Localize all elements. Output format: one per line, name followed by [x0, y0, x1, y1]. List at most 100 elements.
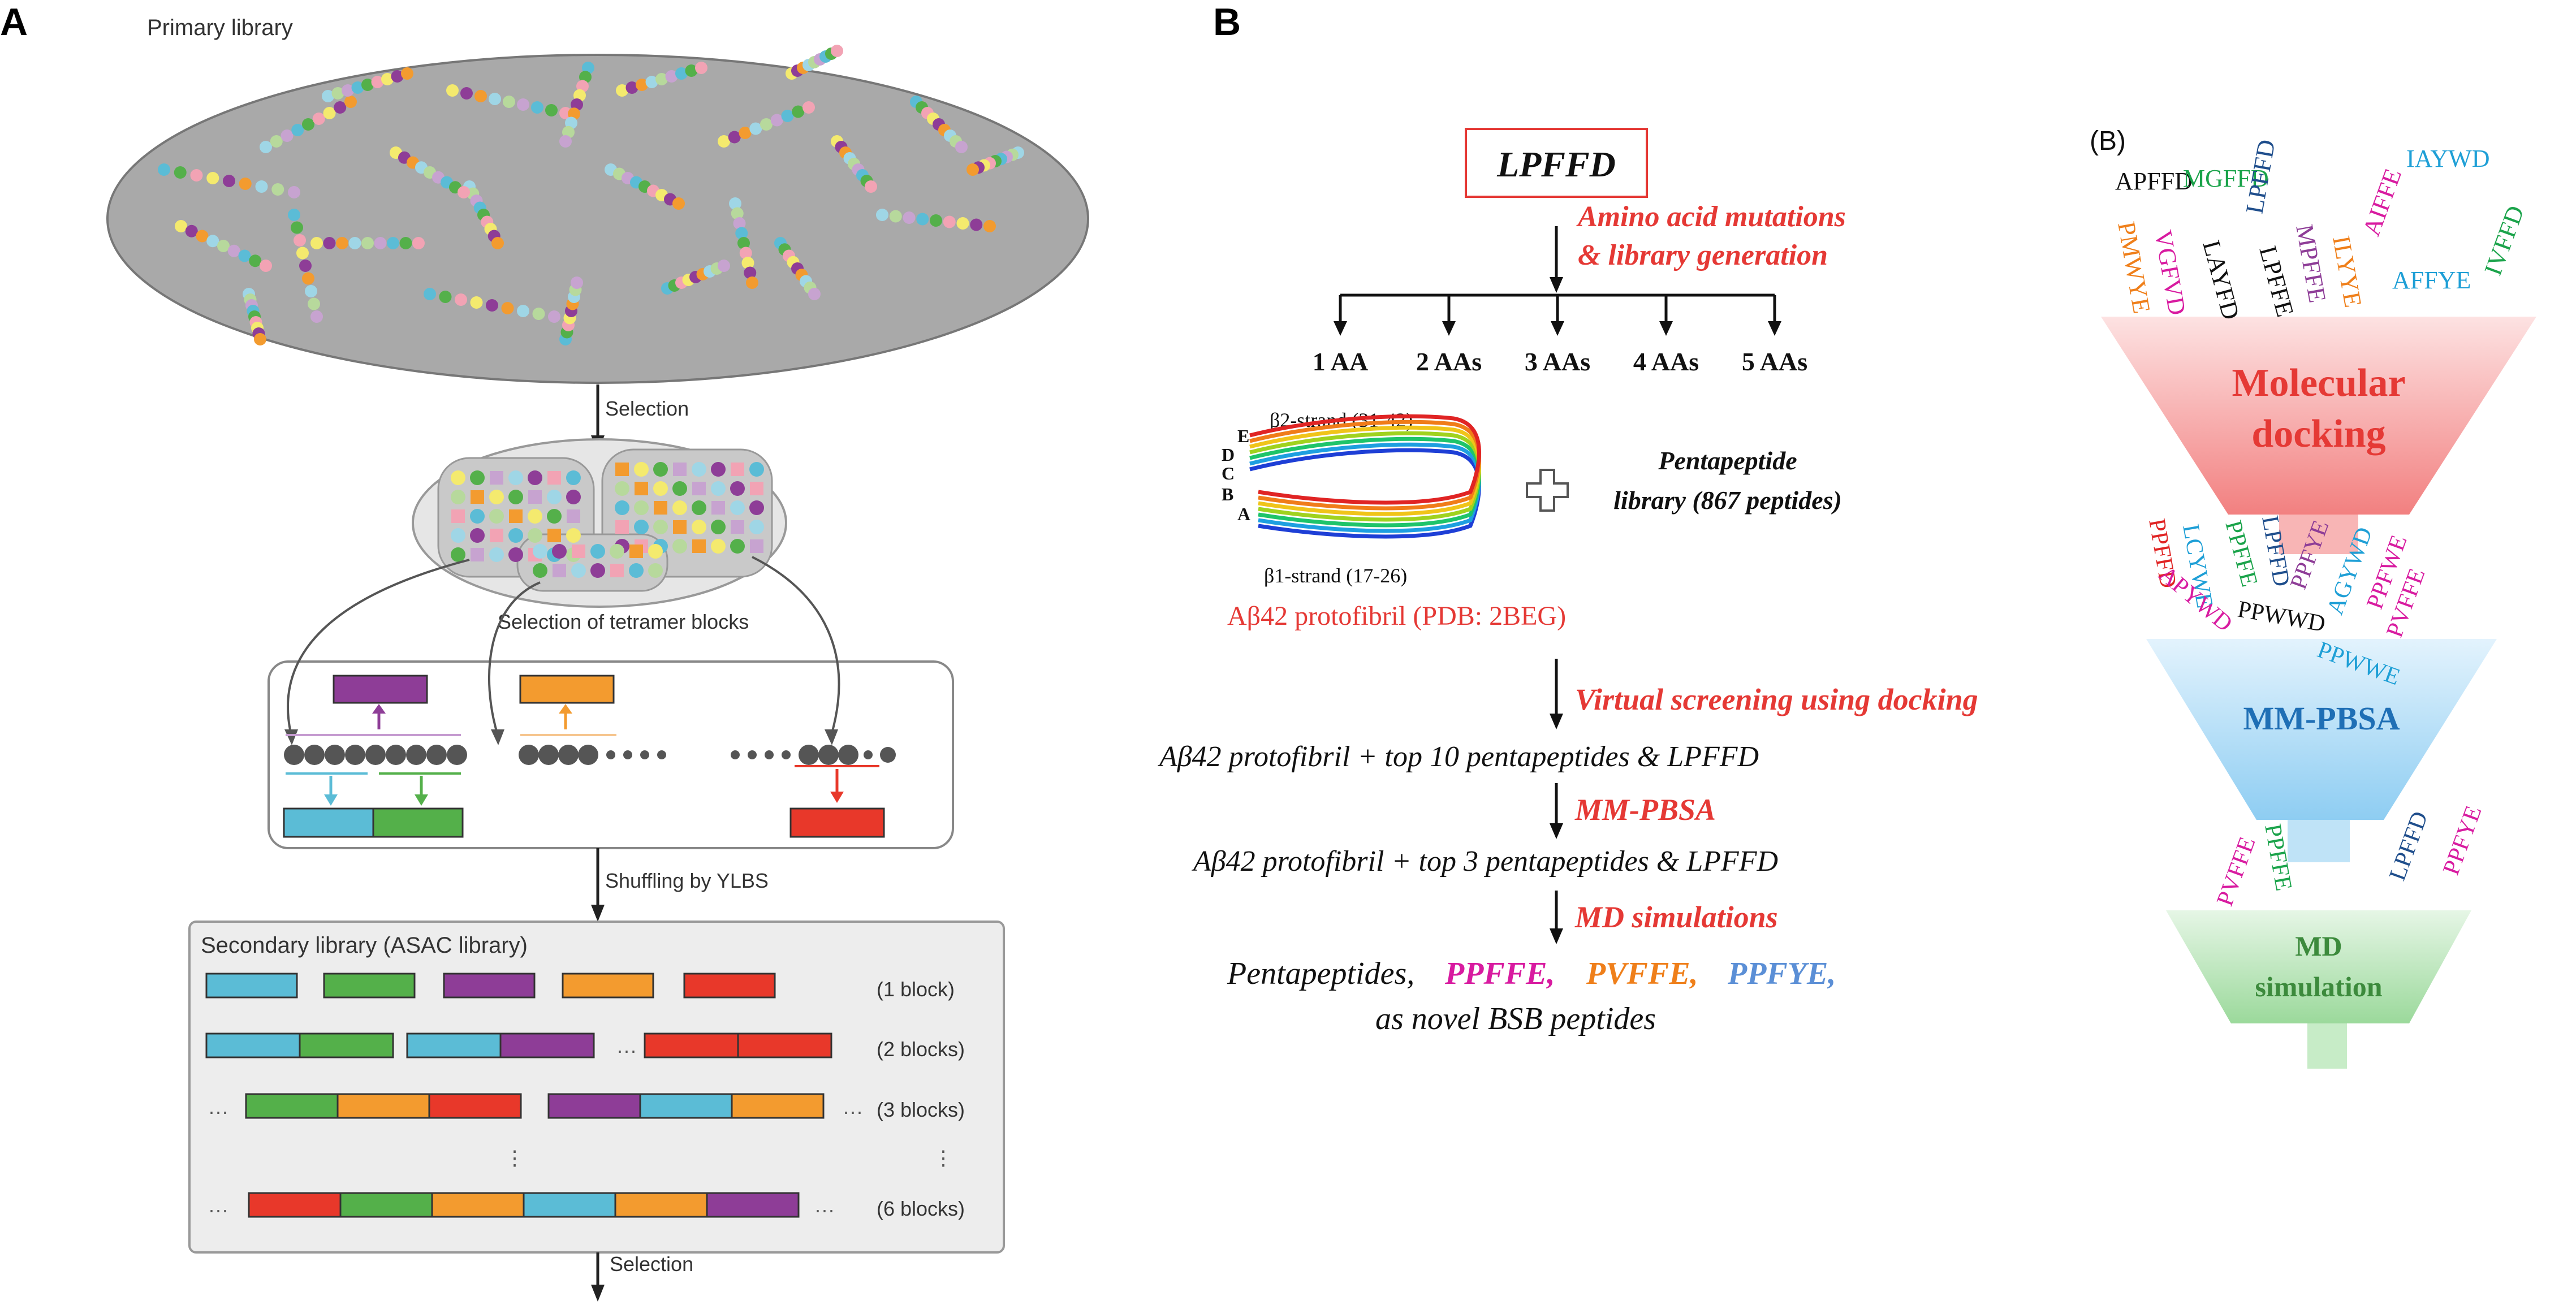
grey-bead [838, 745, 858, 765]
chain-bead [342, 84, 354, 97]
cluster-dot [590, 563, 605, 578]
library-line-2: library (867 peptides) [1613, 486, 1842, 515]
library-block [562, 973, 654, 999]
cluster-dot [508, 490, 523, 504]
cluster-dot [470, 470, 485, 485]
arrowhead-orange [559, 704, 572, 714]
tetramer-chain-left [284, 745, 467, 765]
primary-library-ellipse [106, 54, 1089, 384]
mutations-line-2: & library generation [1578, 239, 1828, 271]
chain-bead [255, 180, 268, 193]
tetramer-chain-right [731, 745, 896, 765]
stage-mmpbsa: MM-PBSA [2243, 700, 2400, 737]
chain-bead [238, 249, 251, 262]
strand-letter-b: B [1222, 484, 1233, 504]
chain-bead [739, 247, 752, 260]
chain-bead [489, 93, 501, 105]
cluster-dot [547, 490, 562, 504]
chain-bead [532, 308, 545, 320]
cluster-square [567, 509, 580, 523]
chain-bead [260, 260, 272, 272]
library-block [428, 1093, 522, 1119]
chain-bead [227, 244, 240, 257]
cluster-dot [629, 563, 644, 578]
top10-label: Aβ42 protofibril + top 10 pentapeptides … [1158, 741, 1759, 773]
tree-arrowhead [1551, 321, 1564, 336]
funnel-neck-green [2307, 1023, 2347, 1069]
curved-arrow-left [287, 559, 470, 736]
chain-bead [190, 169, 203, 182]
mmpbsa-label: MM-PBSA [1574, 793, 1716, 827]
chain-bead [685, 64, 698, 77]
peptide-top: LPFFD [2241, 137, 2281, 216]
panel-a-letter: A [0, 1, 28, 44]
funnel-md [2166, 910, 2471, 1023]
peptide-top: APFFD [2115, 167, 2193, 195]
peptide-top: AIFFE [2357, 165, 2407, 240]
cluster-dot [508, 528, 523, 543]
grey-bead [782, 750, 791, 759]
grey-bead [558, 745, 579, 765]
curved-arrowhead-right [825, 729, 838, 745]
chain-bead [517, 305, 529, 317]
cluster-square [629, 545, 643, 558]
chain-bead [792, 105, 805, 118]
library-block [323, 973, 416, 999]
chain-bead [916, 213, 929, 226]
library-block [737, 1032, 832, 1058]
chain-bead [744, 266, 757, 279]
chain-bead [545, 104, 558, 116]
chain-bead [361, 237, 374, 249]
chain-bead [695, 62, 707, 74]
arrowhead-virtual [1550, 714, 1563, 729]
stage-md-1: MD [2295, 930, 2342, 962]
chain-bead [291, 221, 303, 234]
chain-bead [310, 237, 323, 249]
chain-bead [636, 79, 648, 91]
peptide-top: VGFVD [2149, 228, 2191, 317]
vertical-ellipsis-left: ⋮ [504, 1146, 525, 1169]
peptide-top: MPFFE [2290, 222, 2331, 305]
result-peptide-2: PVFFE, [1586, 956, 1698, 991]
secondary-library-label: Secondary library (ASAC library) [201, 933, 528, 958]
virtual-screening-label: Virtual screening using docking [1575, 682, 1978, 716]
grey-bead [386, 745, 406, 765]
chain-bead [331, 87, 344, 100]
cluster-dot [711, 462, 726, 477]
chain-bead [299, 260, 312, 272]
shuffling-arrowhead [591, 905, 605, 922]
block-orange [519, 675, 615, 704]
cluster-dot [451, 528, 465, 543]
aa-label-4: 4 AAs [1633, 347, 1699, 376]
cluster-dot [672, 481, 687, 496]
peptide-mid: PPWWD [2236, 597, 2327, 637]
cluster-dot [672, 539, 687, 554]
peptide-top: ILYYE [2327, 234, 2367, 309]
mutations-line-1: Amino acid mutations [1576, 201, 1846, 233]
grey-bead [426, 745, 447, 765]
grey-bead [519, 745, 539, 765]
stage-docking-2: docking [2251, 412, 2385, 456]
cluster-dot [634, 500, 649, 515]
secondary-library-rows [205, 973, 832, 1218]
grey-bead [538, 745, 559, 765]
chain-bead [270, 135, 283, 148]
cluster-square [547, 471, 561, 485]
cluster-dot [528, 528, 542, 543]
chain-bead [344, 96, 357, 108]
cluster-dot [571, 563, 586, 578]
cluster-dot [489, 547, 504, 562]
chain-bead [391, 70, 404, 83]
chain-bead [254, 333, 266, 345]
funnel-docking [2101, 317, 2536, 515]
cluster-square [547, 529, 561, 542]
tree-arrowhead [1768, 321, 1781, 336]
chain-bead [865, 180, 877, 193]
library-block [523, 1192, 616, 1218]
row-label-3: (3 blocks) [877, 1098, 965, 1121]
result-line-2: as novel BSB peptides [1375, 1001, 1656, 1036]
cluster-square [528, 490, 542, 504]
chain-bead [966, 163, 979, 176]
chain-bead [185, 224, 198, 237]
block-green [372, 807, 464, 838]
